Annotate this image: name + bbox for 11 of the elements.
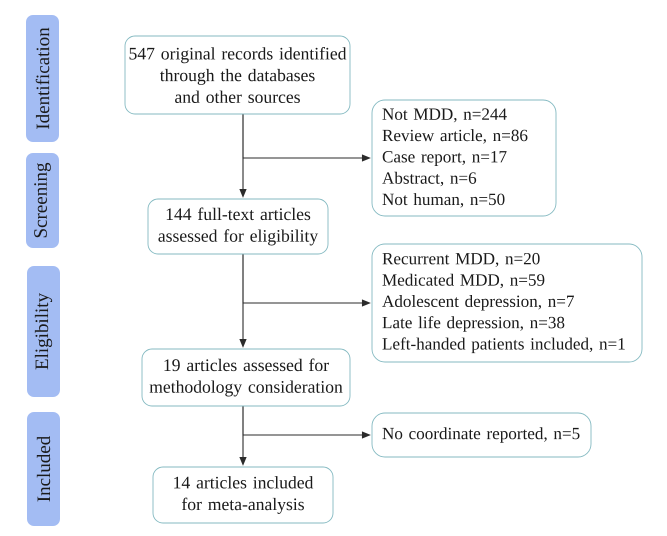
exclusion-box: Not MDD, n=244 Review article, n=86 Case report, n=17 Abstract, n=6 Not human, n=50: [372, 100, 556, 216]
exclusion-box: Recurrent MDD, n=20 Medicated MDD, n=59 Adolescent depression, n=7 Late life depression, n=38 Left-handed patients included, n=1: [372, 244, 642, 362]
process-box: 144 full-text articles assessed for eligibility: [148, 198, 328, 254]
phase-band: Eligibility: [27, 266, 60, 397]
phase-band: Included: [27, 412, 60, 526]
process-box: 14 articles included for meta-analysis: [152, 466, 334, 524]
process-box: 19 articles assessed for methodology consideration: [142, 348, 350, 406]
process-box: 547 original records identified through the databases and other sources: [124, 36, 350, 114]
phase-band: Screening: [26, 153, 59, 248]
exclusion-box: No coordinate reported, n=5: [372, 412, 592, 458]
phase-band: Identification: [26, 15, 59, 142]
